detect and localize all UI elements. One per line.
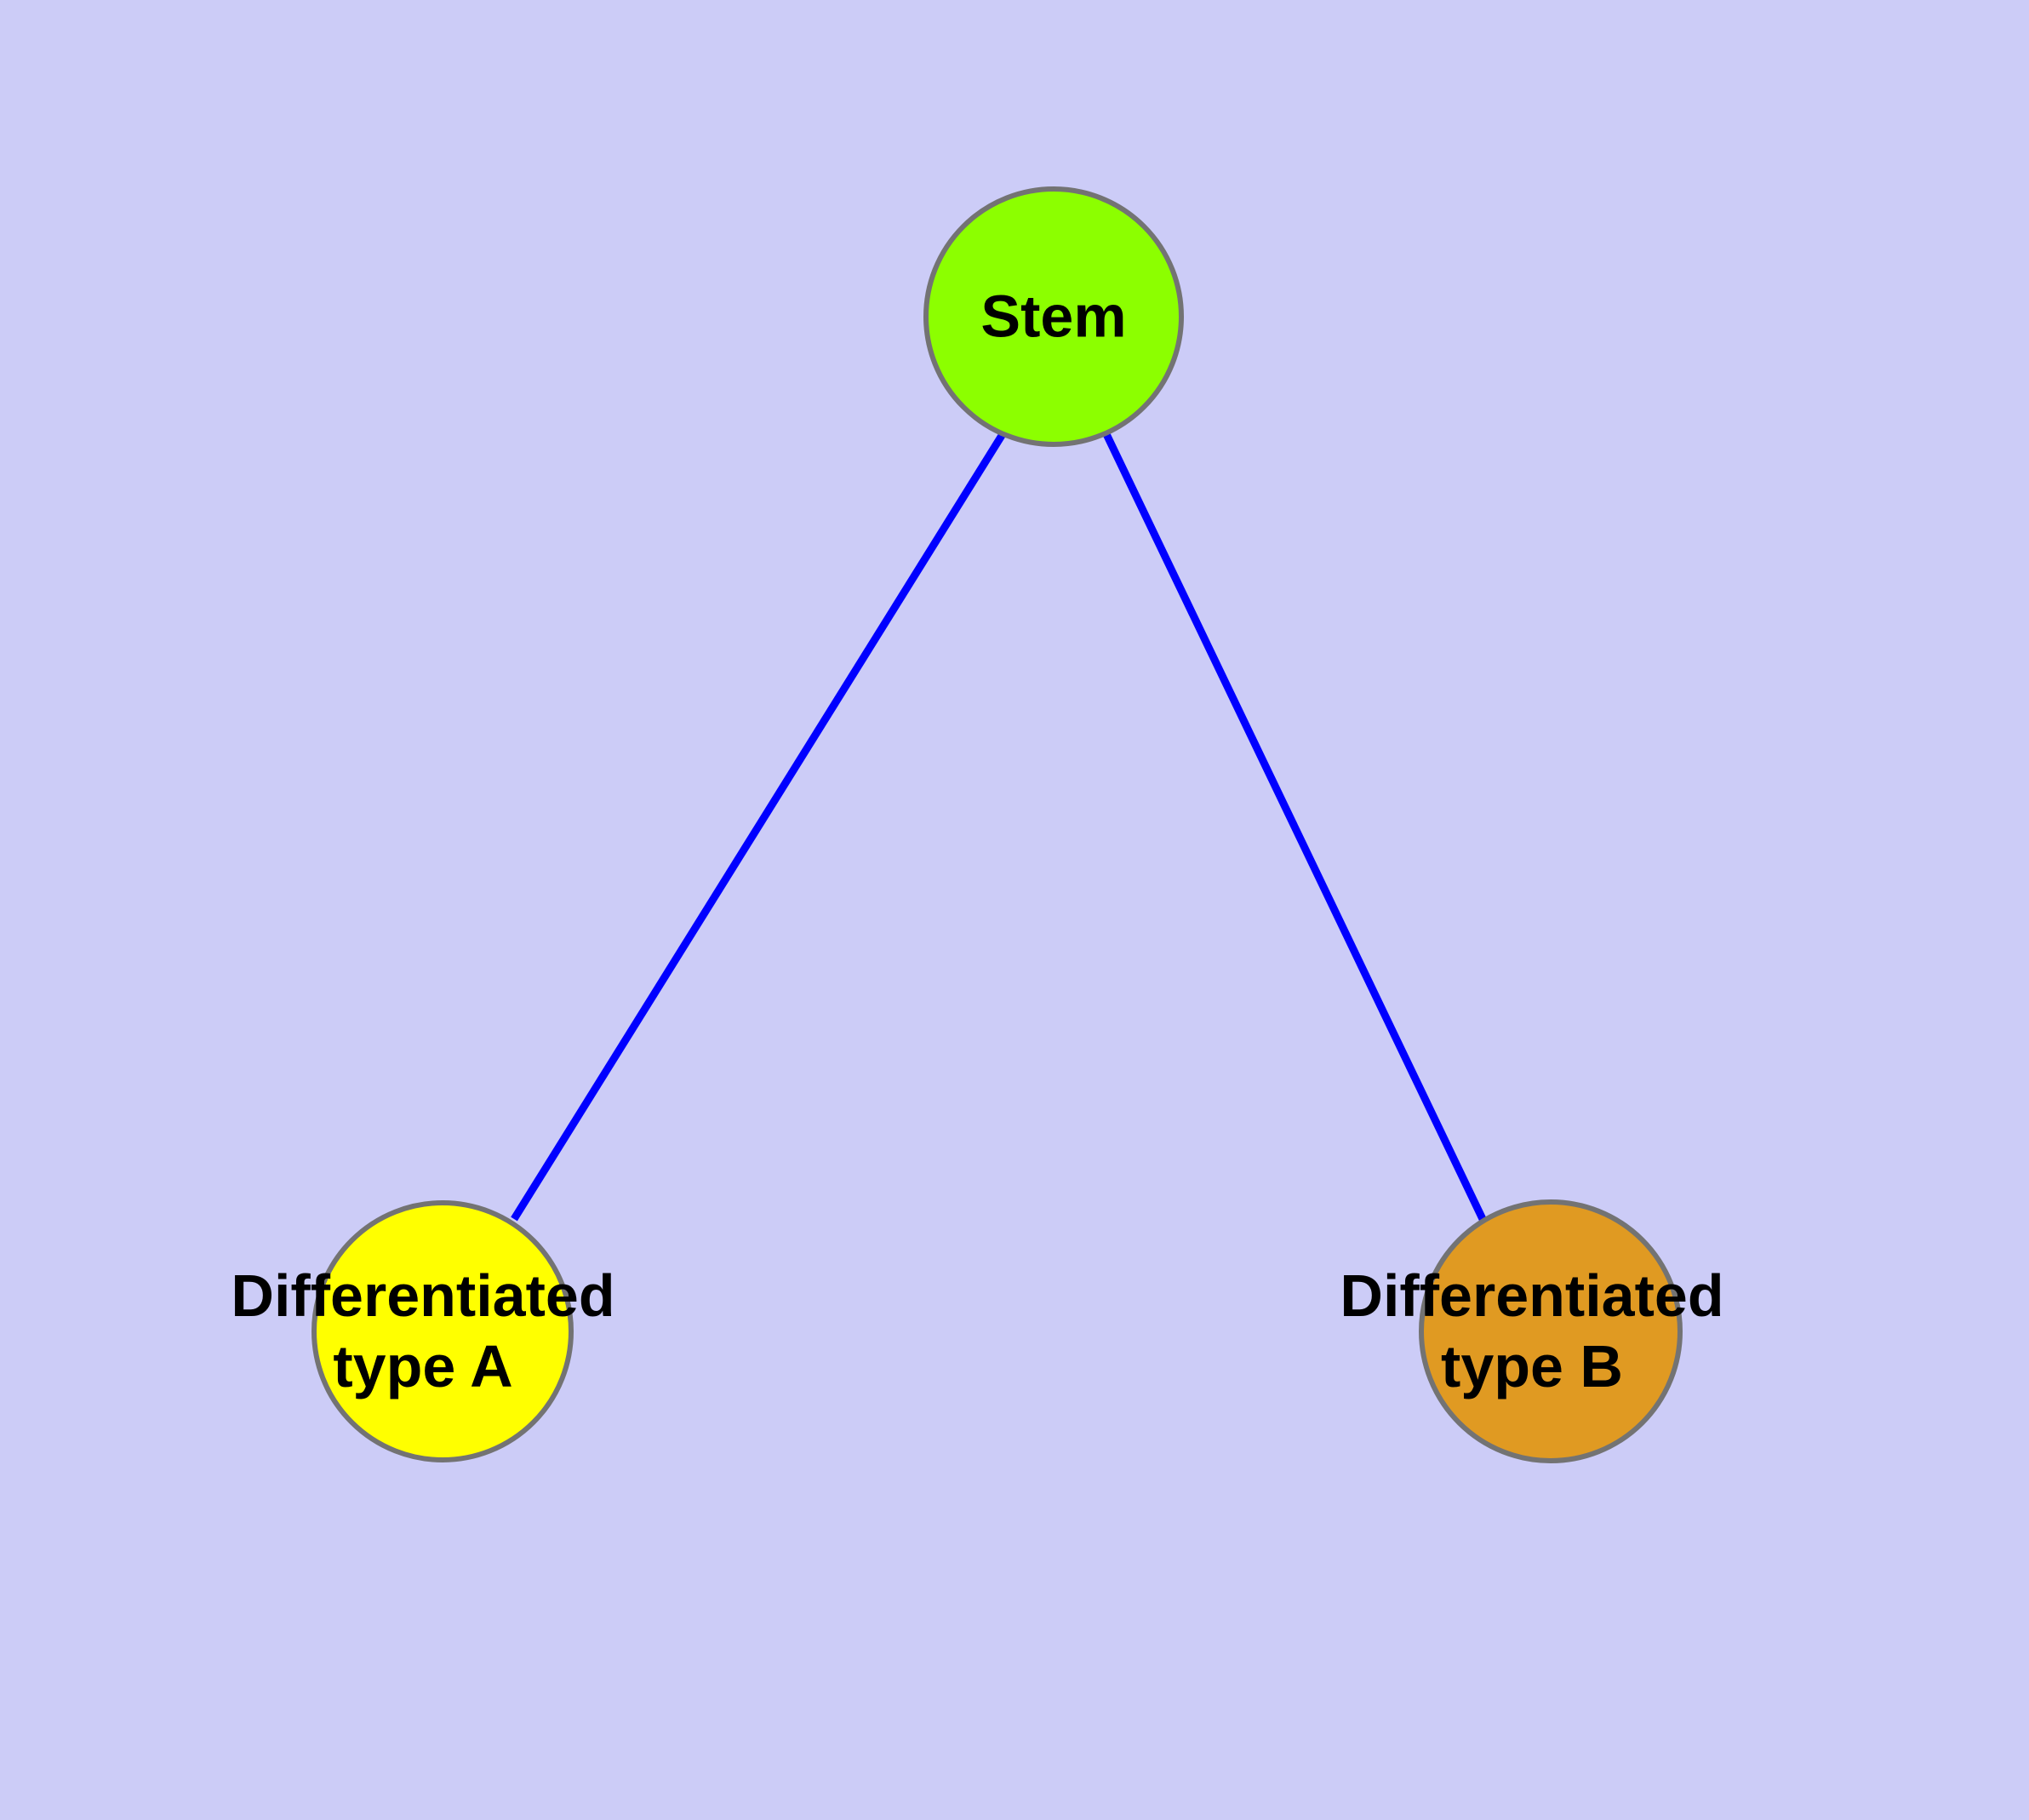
differentiated-type-b-node-circle[interactable] [1419,1199,1683,1463]
node-differentiated-type-b[interactable] [1419,1199,1683,1463]
differentiated-type-a-node-circle[interactable] [311,1200,574,1462]
stem-node-circle[interactable] [923,186,1184,447]
edge-stem-to-differentiated-type-b[interactable] [1102,432,1487,1221]
edge-stem-to-differentiated-type-a[interactable] [511,432,1006,1222]
node-label-stem: Stem [980,283,1126,350]
edges-layer [511,432,1487,1222]
node-differentiated-type-a[interactable] [311,1200,574,1462]
node-stem[interactable] [923,186,1184,447]
nodes-layer [311,186,1683,1463]
